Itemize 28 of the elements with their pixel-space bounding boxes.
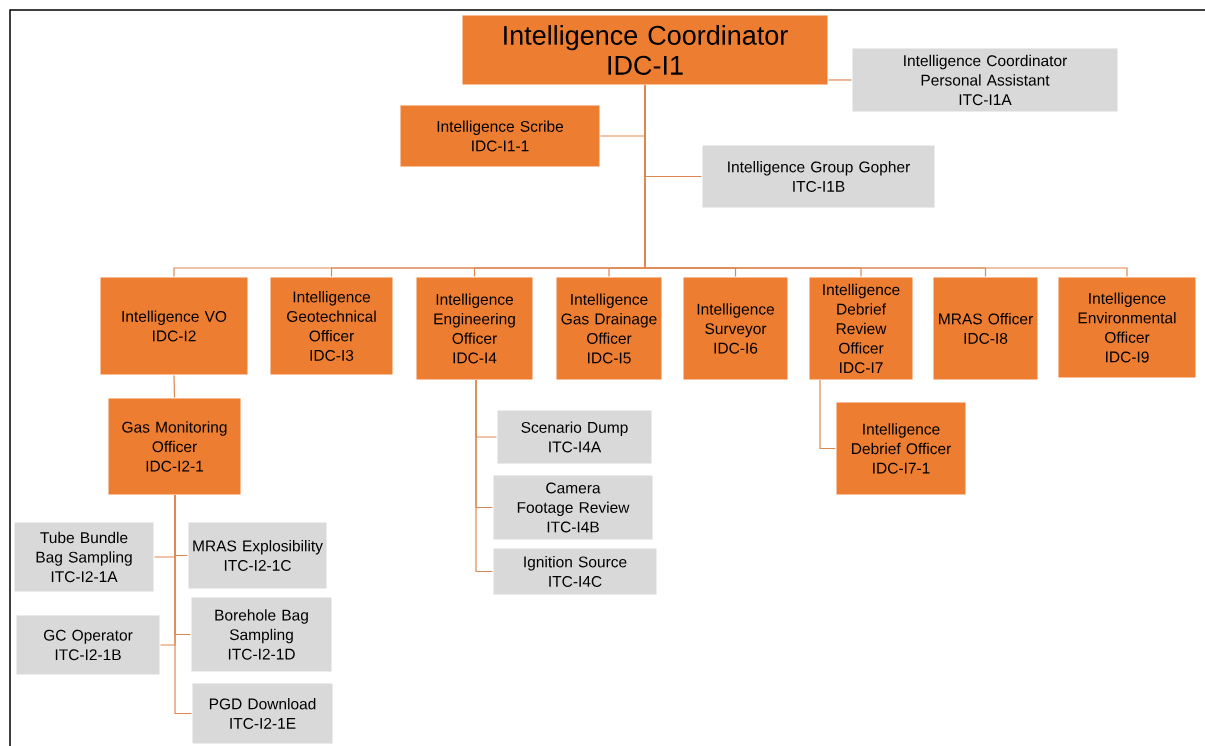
role-box: MRAS Officer IDC-I8 bbox=[932, 276, 1039, 381]
connector-line bbox=[173, 374, 176, 399]
role-box: Intelligence Engineering Officer IDC-I4 bbox=[415, 276, 534, 381]
role-box: Intelligence Gas Drainage Officer IDC-I5 bbox=[555, 276, 663, 381]
role-box: Intelligence VO IDC-I2 bbox=[99, 276, 249, 376]
task-box: Intelligence Group Gopher ITC-I1B bbox=[701, 144, 936, 209]
role-box: Intelligence Debrief Review Officer IDC-I7 bbox=[808, 276, 914, 381]
connector-line bbox=[644, 84, 1128, 278]
task-box: MRAS Explosibility ITC-I2-1C bbox=[187, 521, 328, 590]
role-box: Intelligence Environmental Officer IDC-I9 bbox=[1057, 276, 1197, 379]
task-box: Scenario Dump ITC-I4A bbox=[496, 409, 653, 465]
connector-line bbox=[819, 379, 837, 450]
task-box: GC Operator ITC-I2-1B bbox=[15, 614, 161, 676]
task-box: Tube Bundle Bag Sampling ITC-I2-1A bbox=[13, 521, 155, 593]
role-box: Intelligence Debrief Officer IDC-I7-1 bbox=[835, 401, 967, 496]
task-box: Borehole Bag Sampling ITC-I2-1D bbox=[190, 596, 333, 673]
task-box: Ignition Source ITC-I4C bbox=[492, 547, 658, 596]
role-box: Intelligence Geotechnical Officer IDC-I3 bbox=[269, 276, 394, 376]
role-box: Intelligence Scribe IDC-I1-1 bbox=[399, 104, 601, 168]
task-box: PGD Download ITC-I2-1E bbox=[191, 682, 334, 745]
task-box: Camera Footage Review ITC-I4B bbox=[492, 474, 654, 541]
connector-line bbox=[475, 379, 494, 573]
task-box: Intelligence Coordinator Personal Assistant ITC-I1A bbox=[851, 47, 1119, 113]
role-box: Intelligence Coordinator IDC-I1 bbox=[461, 14, 829, 86]
role-box: Gas Monitoring Officer IDC-I2-1 bbox=[107, 397, 242, 496]
role-box: Intelligence Surveyor IDC-I6 bbox=[682, 276, 789, 381]
connector-line bbox=[174, 494, 193, 715]
connector-line bbox=[827, 79, 853, 81]
